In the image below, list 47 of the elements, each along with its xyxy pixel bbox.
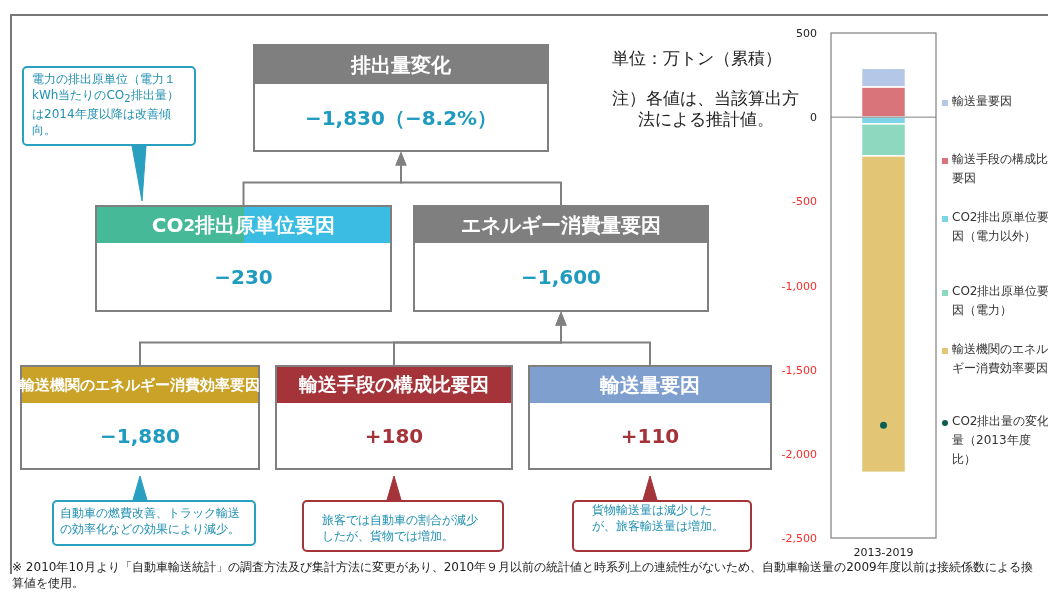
legend-text: 輸送手段の構成比要因	[952, 152, 1048, 186]
value-text: −1,880	[99, 423, 181, 448]
callout-text: 電力の排出原単位（電力１kWh当たりのCO$_{2}$排出量）は2014年度以降は改善傾向。	[32, 72, 179, 138]
callout-box	[52, 500, 256, 546]
axis-tick-label: -1,500	[781, 363, 817, 377]
factor-box	[95, 205, 392, 312]
value-text: +180	[363, 423, 425, 448]
legend-text: CO2排出原単位要因（電力）	[952, 284, 1048, 318]
callout-box	[302, 500, 504, 552]
callout-pointer	[642, 475, 658, 501]
axis-category-label: 2013-2019	[853, 546, 914, 559]
callout-text: 自動車の燃費改善、トラック輸送の効率化などの効果により減少。	[60, 506, 240, 537]
note-text: 注）各値は、当該算出方法による推計値。	[612, 88, 800, 131]
connector-arrow	[555, 311, 651, 366]
legend-text: 輸送量要因	[952, 94, 1012, 108]
box-heading: 輸送機関のエネルギー消費効率要因	[22, 367, 258, 403]
callout-pointer	[386, 475, 402, 501]
box-heading: エネルギー消費量要因	[415, 207, 707, 243]
box-heading: 排出量変化	[255, 46, 547, 84]
box-heading: 輸送量要因	[530, 367, 770, 403]
callout-box	[572, 500, 752, 552]
axis-tick-label: 0	[810, 111, 817, 125]
axis-tick-label: -2,500	[781, 532, 817, 545]
factor-box	[253, 44, 549, 152]
callout-box	[22, 66, 196, 146]
value-text: −1,600	[520, 264, 602, 289]
note-text: 単位：万トン（累積）	[612, 48, 783, 70]
axis-tick-label: -1,000	[781, 279, 817, 293]
legend-text: CO2排出原単位要因（電力以外）	[952, 210, 1048, 244]
callout-pointer	[131, 145, 147, 202]
legend-text: 輸送機関のエネルギー消費効率要因	[952, 342, 1048, 376]
box-heading: 輸送手段の構成比要因	[277, 367, 511, 403]
axis-tick-label: -2,000	[781, 447, 817, 461]
callout-text: 貨物輸送量は減少したが、旅客輸送量は増加。	[592, 503, 724, 534]
factor-box	[20, 365, 260, 470]
value-text: +110	[619, 423, 681, 448]
factor-box	[528, 365, 772, 470]
callout-text: 旅客では自動車の割合が減少したが、貨物では増加。	[322, 513, 478, 544]
factor-box	[275, 365, 513, 470]
axis-tick-label: 500	[796, 27, 817, 40]
connector-arrow	[395, 151, 562, 206]
callout-pointer	[132, 475, 148, 501]
factor-box	[413, 205, 709, 312]
axis-tick-label: -500	[792, 195, 817, 209]
footnote: ※ 2010年10月より「自動車輸送統計」の調査方法及び集計方法に変更があり、2010年９月以前の統計値と時系列上の連続性がないため、自動車輸送量の2009年度以前は接続係数による換算値を使用。	[12, 560, 1034, 592]
value-text: −230	[213, 264, 274, 289]
value-text: −1,830（−8.2%）	[303, 105, 499, 132]
